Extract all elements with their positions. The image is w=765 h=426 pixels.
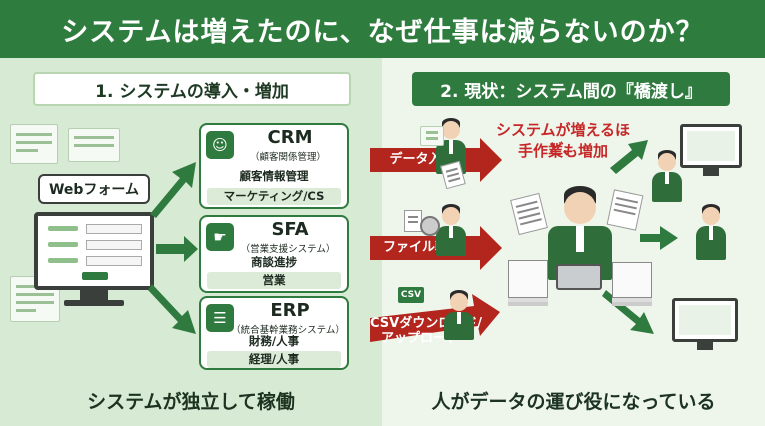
- system-card-sfa: ☛ SFA （営業支援システム） 商談進捗 営業: [199, 215, 349, 293]
- system-department-tag: 営業: [207, 272, 341, 289]
- arrow-to-erp: [148, 284, 196, 334]
- arrow-out-top: [610, 140, 648, 174]
- arrow-to-crm: [150, 162, 196, 218]
- computer-monitor-icon: [672, 298, 738, 342]
- csv-badge: CSV: [398, 287, 424, 303]
- paper-stack: [508, 260, 548, 298]
- system-card-crm: ☺ CRM （顧客関係管理） 顧客情報管理 マーケティング/CS: [199, 123, 349, 209]
- step1-heading: 1. システムの導入・増加: [33, 72, 351, 106]
- arrow-to-sfa: [156, 236, 198, 262]
- web-form-callout: Webフォーム: [38, 174, 150, 204]
- worker-file-transfer: [430, 204, 470, 264]
- background-document-icon: [10, 124, 58, 164]
- background-document-icon: [68, 128, 120, 162]
- worker-right-top: [646, 150, 686, 206]
- worker-csv: [438, 290, 478, 350]
- system-department-tag: 経理/人事: [207, 351, 341, 368]
- system-subtitle: （統合基幹業務システム）: [231, 325, 345, 336]
- system-department-tag: マーケティング/CS: [207, 188, 341, 205]
- computer-monitor-icon: [680, 124, 742, 168]
- monitor-base: [64, 300, 124, 306]
- system-name: ERP: [270, 300, 310, 321]
- database-icon: ☰: [206, 304, 234, 332]
- disc-icon: [420, 216, 440, 236]
- step2-heading: 2. 現状：システム間の『橋渡し』: [412, 72, 730, 106]
- system-description: 顧客情報管理: [239, 169, 309, 183]
- arrow-out-middle: [640, 226, 678, 250]
- system-name: CRM: [267, 127, 313, 148]
- right-caption: 人がデータの運び役になっている: [431, 391, 716, 413]
- laptop-icon: [556, 264, 602, 290]
- system-description: 財務/人事: [248, 334, 300, 348]
- spreadsheet-icon: [420, 126, 444, 146]
- system-subtitle: （営業支援システム）: [240, 244, 336, 255]
- left-caption: システムが独立して稼働: [87, 391, 295, 413]
- paper-stack: [612, 262, 652, 298]
- arrow-out-bottom: [602, 290, 654, 334]
- file-icon: [404, 210, 422, 232]
- people-icon: ☺: [206, 131, 234, 159]
- note-line1: システムが増えるほど、: [495, 121, 631, 158]
- page-title: システムは増えたのに、なぜ仕事は減らないのか？: [0, 0, 765, 58]
- computer-monitor-icon: [34, 212, 154, 290]
- arrow-csv: [370, 294, 500, 342]
- system-card-erp: ☰ ERP （統合基幹業務システム） 財務/人事 経理/人事: [199, 296, 349, 370]
- worker-right-middle: [690, 204, 730, 264]
- task-label-csv-line2: アップロード: [380, 331, 459, 346]
- monitor-stand: [703, 168, 719, 176]
- monitor-stand: [697, 342, 713, 350]
- monitor-stand: [80, 290, 108, 300]
- system-name: SFA: [271, 219, 309, 240]
- note-line2: 手作業も増加: [517, 142, 608, 160]
- system-description: 商談進捗: [251, 255, 297, 269]
- system-subtitle: （顧客関係管理）: [249, 152, 326, 163]
- handshake-icon: ☛: [206, 223, 234, 251]
